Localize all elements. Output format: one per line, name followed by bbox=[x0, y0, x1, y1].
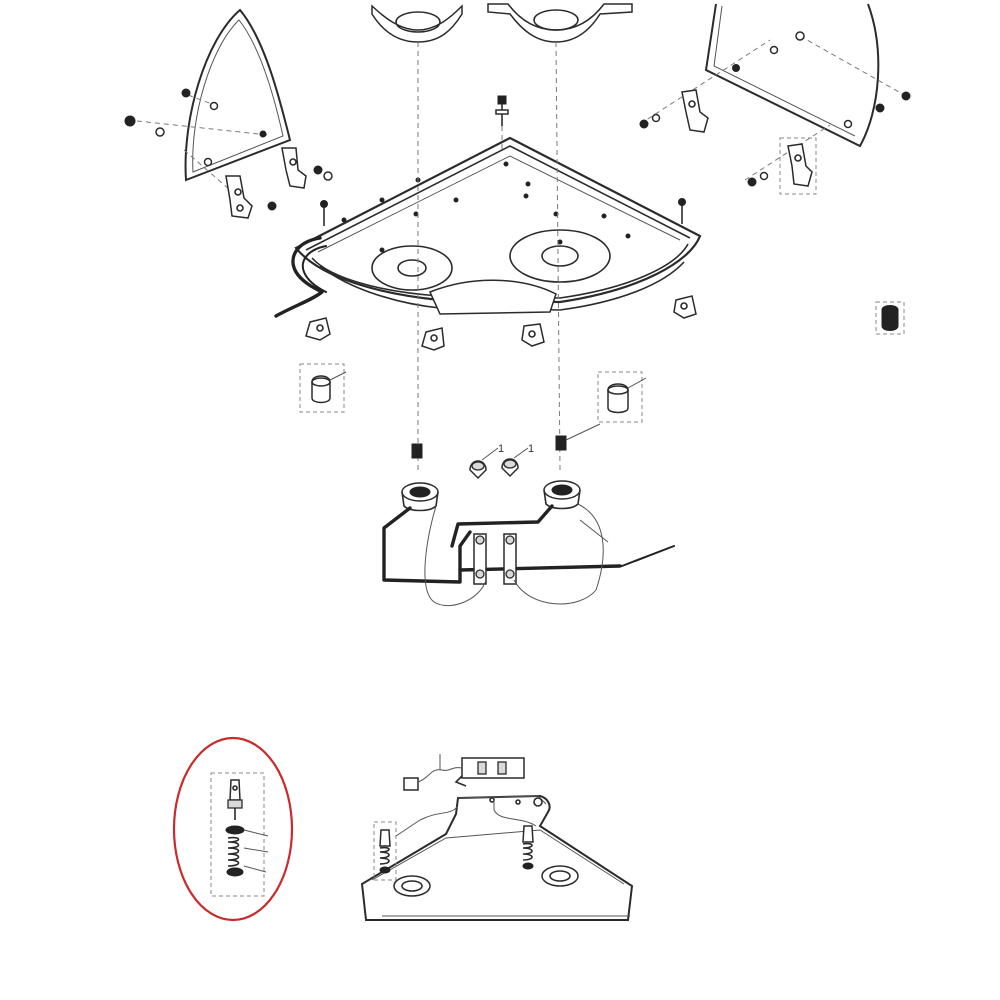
clip-left[interactable] bbox=[305, 317, 331, 341]
glass-lid-right[interactable] bbox=[704, 3, 880, 148]
hob-tray[interactable] bbox=[294, 136, 702, 315]
gas-valves[interactable] bbox=[473, 533, 517, 585]
burner-base-right[interactable] bbox=[543, 480, 581, 510]
clip-right[interactable] bbox=[673, 295, 697, 319]
highlight-ellipse bbox=[172, 736, 294, 922]
gas-hose[interactable] bbox=[274, 236, 327, 318]
hinge-bracket-left-lower[interactable] bbox=[225, 175, 253, 219]
burner-base-left[interactable] bbox=[401, 482, 439, 512]
center-bolt[interactable] bbox=[495, 95, 509, 150]
glass-lid-left[interactable] bbox=[184, 8, 292, 182]
ignition-plug[interactable] bbox=[403, 754, 463, 791]
rubber-foot-right[interactable] bbox=[597, 371, 647, 423]
base-wires bbox=[395, 800, 537, 837]
lid-fixings-right[interactable] bbox=[639, 31, 911, 187]
nozzle-right[interactable] bbox=[555, 423, 601, 451]
rubber-foot-left[interactable] bbox=[299, 363, 347, 413]
jet-part-a[interactable]: 1 bbox=[469, 443, 504, 480]
connector-block[interactable] bbox=[454, 757, 525, 787]
callout-ref-b: 1 bbox=[528, 443, 534, 455]
lid-fixings-left[interactable] bbox=[124, 88, 333, 211]
base-injector-right[interactable] bbox=[522, 825, 534, 870]
base-plate[interactable] bbox=[360, 794, 634, 921]
hinge-bracket-right-lower[interactable] bbox=[779, 137, 817, 195]
hinge-bracket-right-upper[interactable] bbox=[681, 89, 709, 133]
base-injector-left[interactable] bbox=[373, 821, 397, 881]
nozzle-left[interactable] bbox=[411, 443, 423, 459]
burner-cap-left[interactable] bbox=[371, 4, 463, 43]
jet-part-b[interactable]: 1 bbox=[501, 443, 534, 478]
clip-center-left[interactable] bbox=[421, 327, 445, 351]
burner-cap-right[interactable] bbox=[487, 3, 633, 43]
callout-ref-a: 1 bbox=[498, 443, 504, 455]
clip-center-right[interactable] bbox=[521, 323, 545, 347]
thermocouple-wires[interactable] bbox=[424, 503, 609, 607]
side-screws[interactable] bbox=[320, 198, 686, 227]
rubber-foot-far-right[interactable] bbox=[875, 301, 905, 335]
hinge-bracket-left-upper[interactable] bbox=[281, 147, 307, 189]
assembly-axes bbox=[417, 41, 561, 471]
injector-spring-assembly[interactable] bbox=[210, 772, 269, 897]
